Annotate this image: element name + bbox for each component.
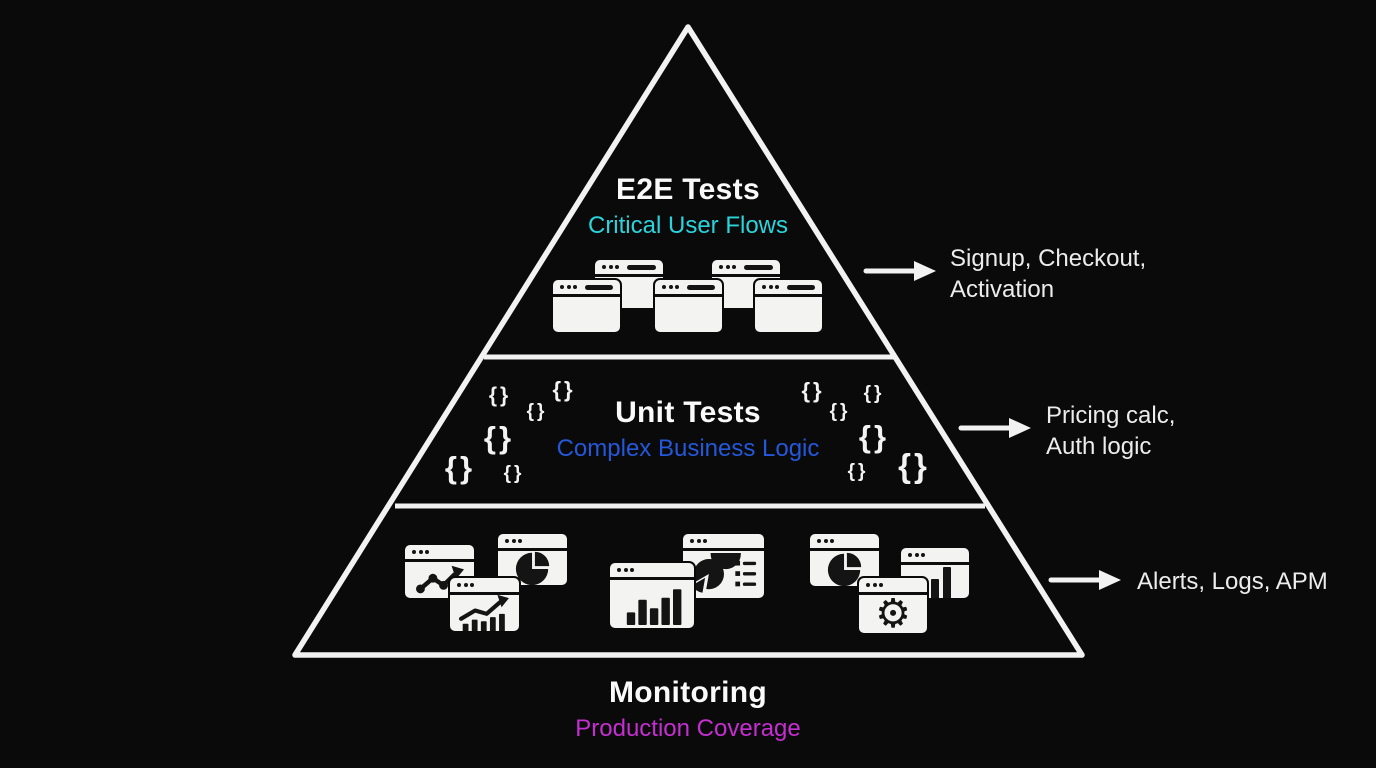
e2e-subtitle: Critical User Flows bbox=[587, 212, 788, 239]
gear-icon: ⚙ bbox=[875, 595, 911, 633]
pie-chart-icon bbox=[515, 551, 549, 585]
pie-chart-window-icon bbox=[808, 532, 881, 588]
unit-title: Unit Tests bbox=[615, 396, 761, 429]
arrow-monitoring-icon bbox=[1048, 570, 1121, 590]
pie-and-list-icon bbox=[691, 552, 756, 593]
unit-annotation-line: Auth logic bbox=[1046, 433, 1152, 460]
pyramid-outline bbox=[292, 24, 1085, 658]
settings-window-icon: ⚙ bbox=[857, 576, 929, 635]
code-braces-icon: {} bbox=[488, 384, 512, 407]
browser-window-icon bbox=[551, 278, 622, 334]
e2e-annotation-line: Signup, Checkout, bbox=[950, 245, 1147, 272]
bar-chart-icon bbox=[626, 589, 682, 625]
e2e-title: E2E Tests bbox=[616, 173, 760, 206]
code-braces-icon: {} bbox=[503, 463, 525, 484]
e2e-annotation-line: Activation bbox=[950, 276, 1055, 303]
pie-chart-window-icon bbox=[496, 532, 569, 587]
code-braces-icon: {} bbox=[898, 447, 930, 484]
unit-annotation: Pricing calc, Auth logic bbox=[1046, 400, 1175, 462]
unit-tier-label: Unit Tests Complex Business Logic bbox=[488, 396, 888, 463]
e2e-annotation: Signup, Checkout, Activation bbox=[950, 243, 1146, 305]
browser-window-icon bbox=[753, 278, 824, 334]
pie-chart-icon bbox=[827, 552, 861, 586]
unit-subtitle: Complex Business Logic bbox=[556, 435, 820, 462]
code-braces-icon: {} bbox=[801, 378, 825, 403]
code-braces-icon: {} bbox=[858, 419, 890, 454]
browser-window-icon bbox=[653, 278, 724, 334]
bar-growth-chart-icon bbox=[458, 595, 509, 631]
e2e-tier-label: E2E Tests Critical User Flows bbox=[488, 173, 888, 240]
bar-chart-window-icon bbox=[608, 561, 696, 630]
unit-annotation-line: Pricing calc, bbox=[1046, 402, 1176, 429]
code-braces-icon: {} bbox=[483, 420, 515, 455]
monitoring-annotation-line: Alerts, Logs, APM bbox=[1137, 568, 1328, 595]
code-braces-icon: {} bbox=[526, 401, 548, 422]
code-braces-icon: {} bbox=[444, 450, 476, 485]
growth-chart-window-icon bbox=[448, 576, 521, 633]
arrow-unit-icon bbox=[958, 418, 1031, 438]
code-braces-icon: {} bbox=[863, 383, 885, 404]
code-braces-icon: {} bbox=[829, 401, 851, 422]
monitoring-annotation: Alerts, Logs, APM bbox=[1137, 566, 1328, 597]
arrow-e2e-icon bbox=[863, 261, 936, 281]
code-braces-icon: {} bbox=[847, 461, 869, 482]
monitoring-subtitle: Production Coverage bbox=[575, 715, 801, 742]
code-braces-icon: {} bbox=[552, 377, 576, 402]
monitoring-title: Monitoring bbox=[609, 676, 767, 709]
monitoring-tier-label: Monitoring Production Coverage bbox=[488, 676, 888, 743]
